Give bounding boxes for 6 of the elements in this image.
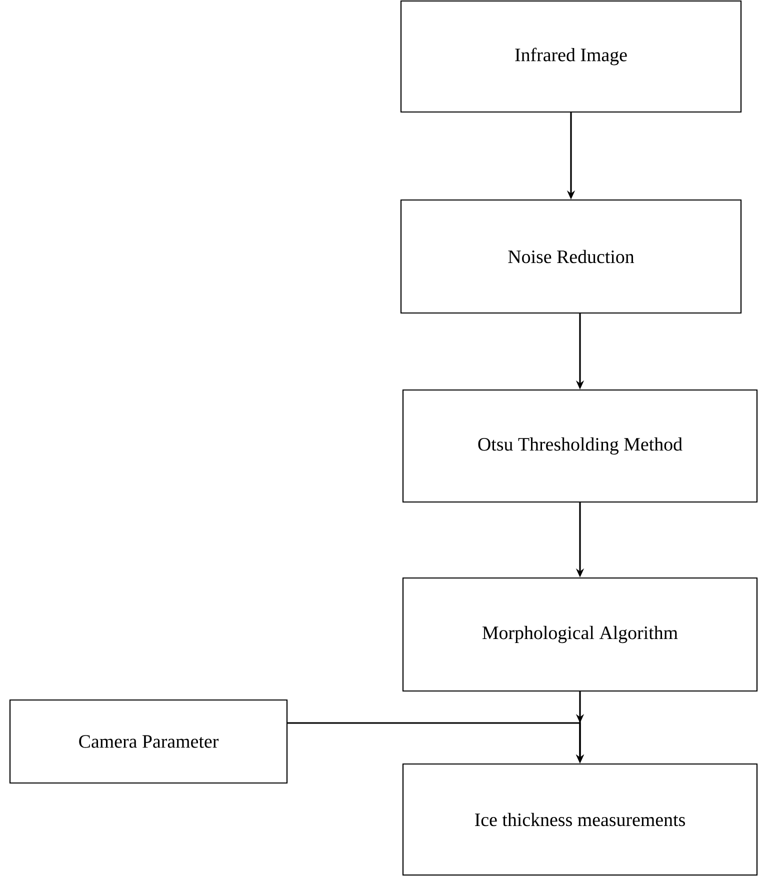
process-box: Morphological Algorithm — [402, 577, 758, 692]
process-box: Noise Reduction — [400, 199, 742, 314]
process-box: Otsu Thresholding Method — [402, 389, 758, 503]
process-box: Ice thickness measurements — [402, 763, 758, 876]
process-box: Camera Parameter — [9, 699, 288, 784]
process-box: Infrared Image — [400, 0, 742, 113]
